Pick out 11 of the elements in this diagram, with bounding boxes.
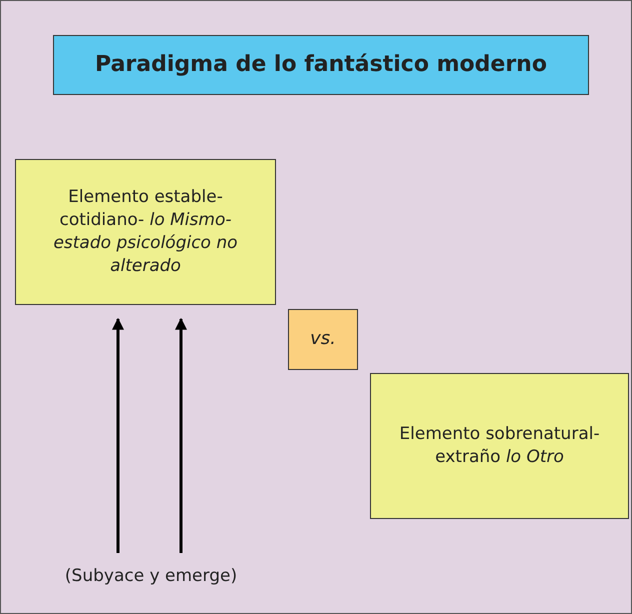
arrow — [112, 318, 124, 553]
versus-box — [288, 309, 358, 370]
concept-box — [15, 159, 276, 305]
box-text: vs. — [310, 327, 336, 352]
concept-box — [370, 373, 629, 519]
box-text: Elemento estable-cotidiano- lo Mismo-estado psicológico no alterado — [52, 186, 239, 278]
title-box — [53, 35, 589, 95]
box-text: Elemento sobrenatural-extraño lo Otro — [398, 423, 601, 469]
annotation-text: (Subyace y emerge) — [64, 564, 238, 588]
arrow — [175, 318, 187, 553]
title-text: Paradigma de lo fantástico moderno — [95, 51, 547, 80]
